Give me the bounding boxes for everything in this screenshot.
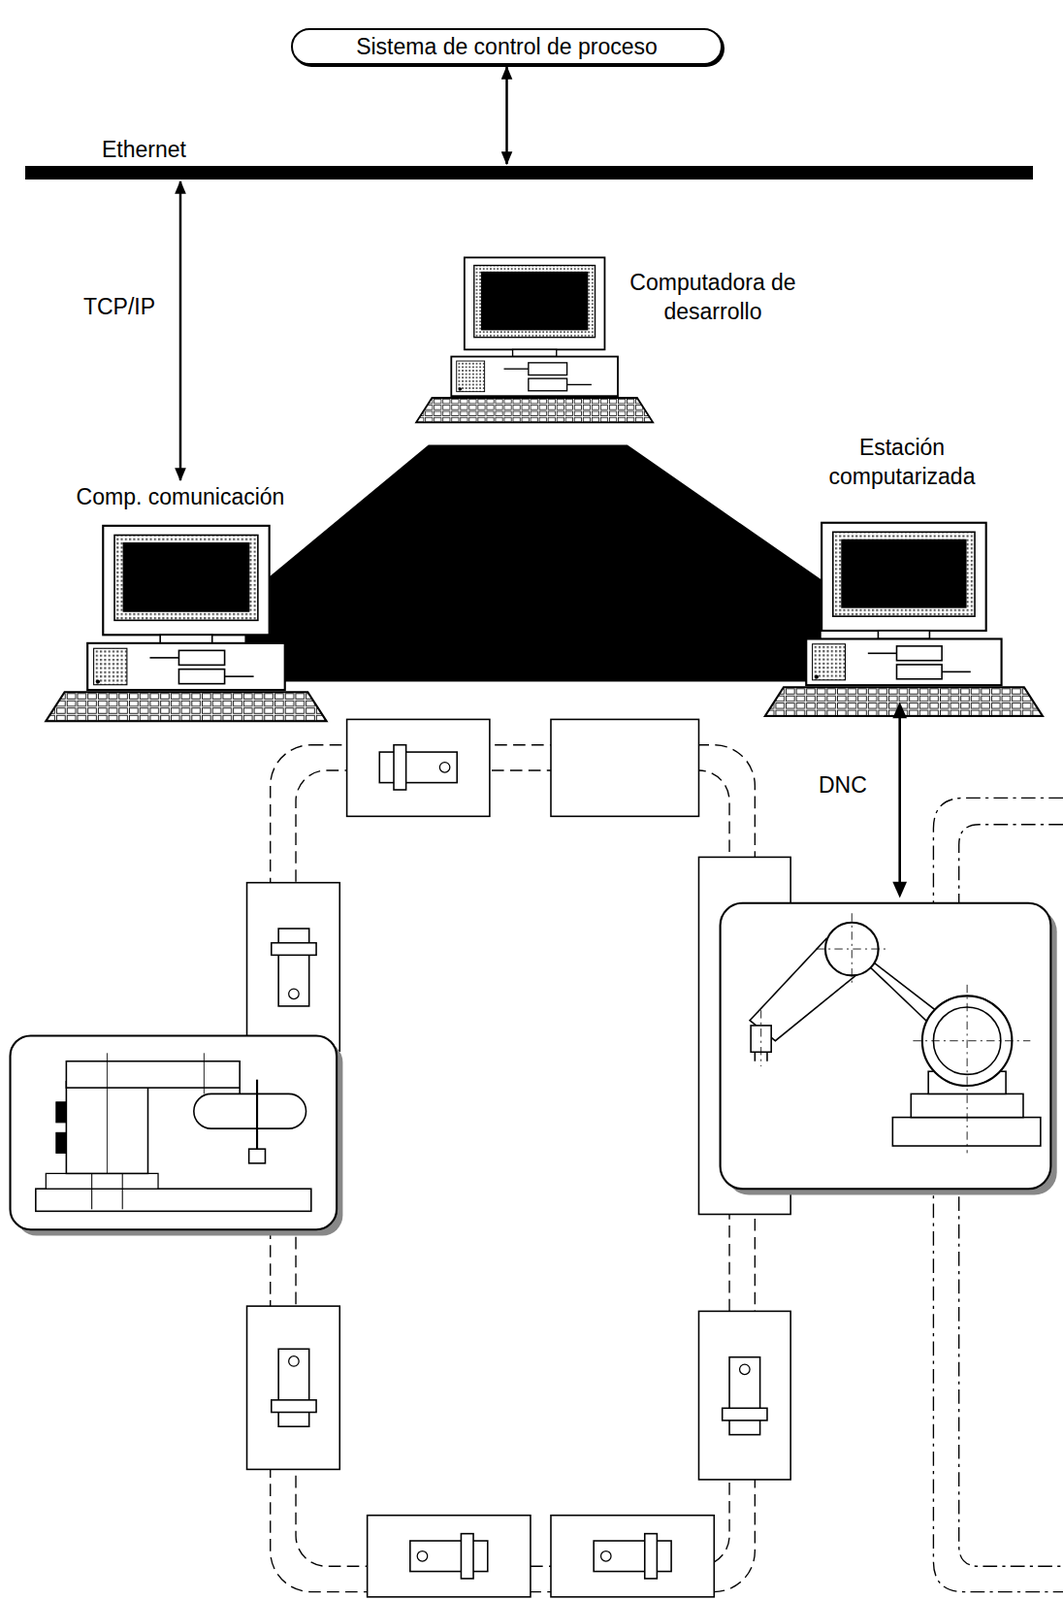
- network-area: [244, 445, 821, 682]
- scara-robot-station: [10, 1034, 344, 1235]
- conveyor-loop: [270, 744, 756, 1592]
- computer-label: Computadora de desarrollo: [620, 267, 806, 326]
- node-text: Estación computarizada: [790, 432, 1014, 491]
- connector-arrow: [505, 66, 509, 164]
- node-text: Ethernet: [101, 134, 187, 164]
- computer-label: Comp. comunicación: [38, 482, 323, 512]
- computer-icon: [416, 257, 653, 422]
- edge-label: TCP/IP: [81, 292, 158, 321]
- link-label: DNC: [816, 771, 870, 799]
- node-text: Sistema de control de proceso: [292, 32, 721, 62]
- ethernet-bus: Ethernet: [25, 165, 1033, 180]
- node-text: Computadora de desarrollo: [620, 267, 806, 326]
- computer-icon: [45, 525, 326, 721]
- computer-label: Estación computarizada: [790, 432, 1014, 491]
- connector-arrow: [179, 181, 183, 481]
- pallet-icons: [271, 744, 768, 1579]
- process-system-box: Sistema de control de proceso: [290, 28, 723, 65]
- dnc-arrow: [892, 702, 907, 899]
- node-text: Comp. comunicación: [38, 482, 323, 512]
- computer-icon: [765, 522, 1043, 716]
- articulated-robot-station: [720, 902, 1058, 1195]
